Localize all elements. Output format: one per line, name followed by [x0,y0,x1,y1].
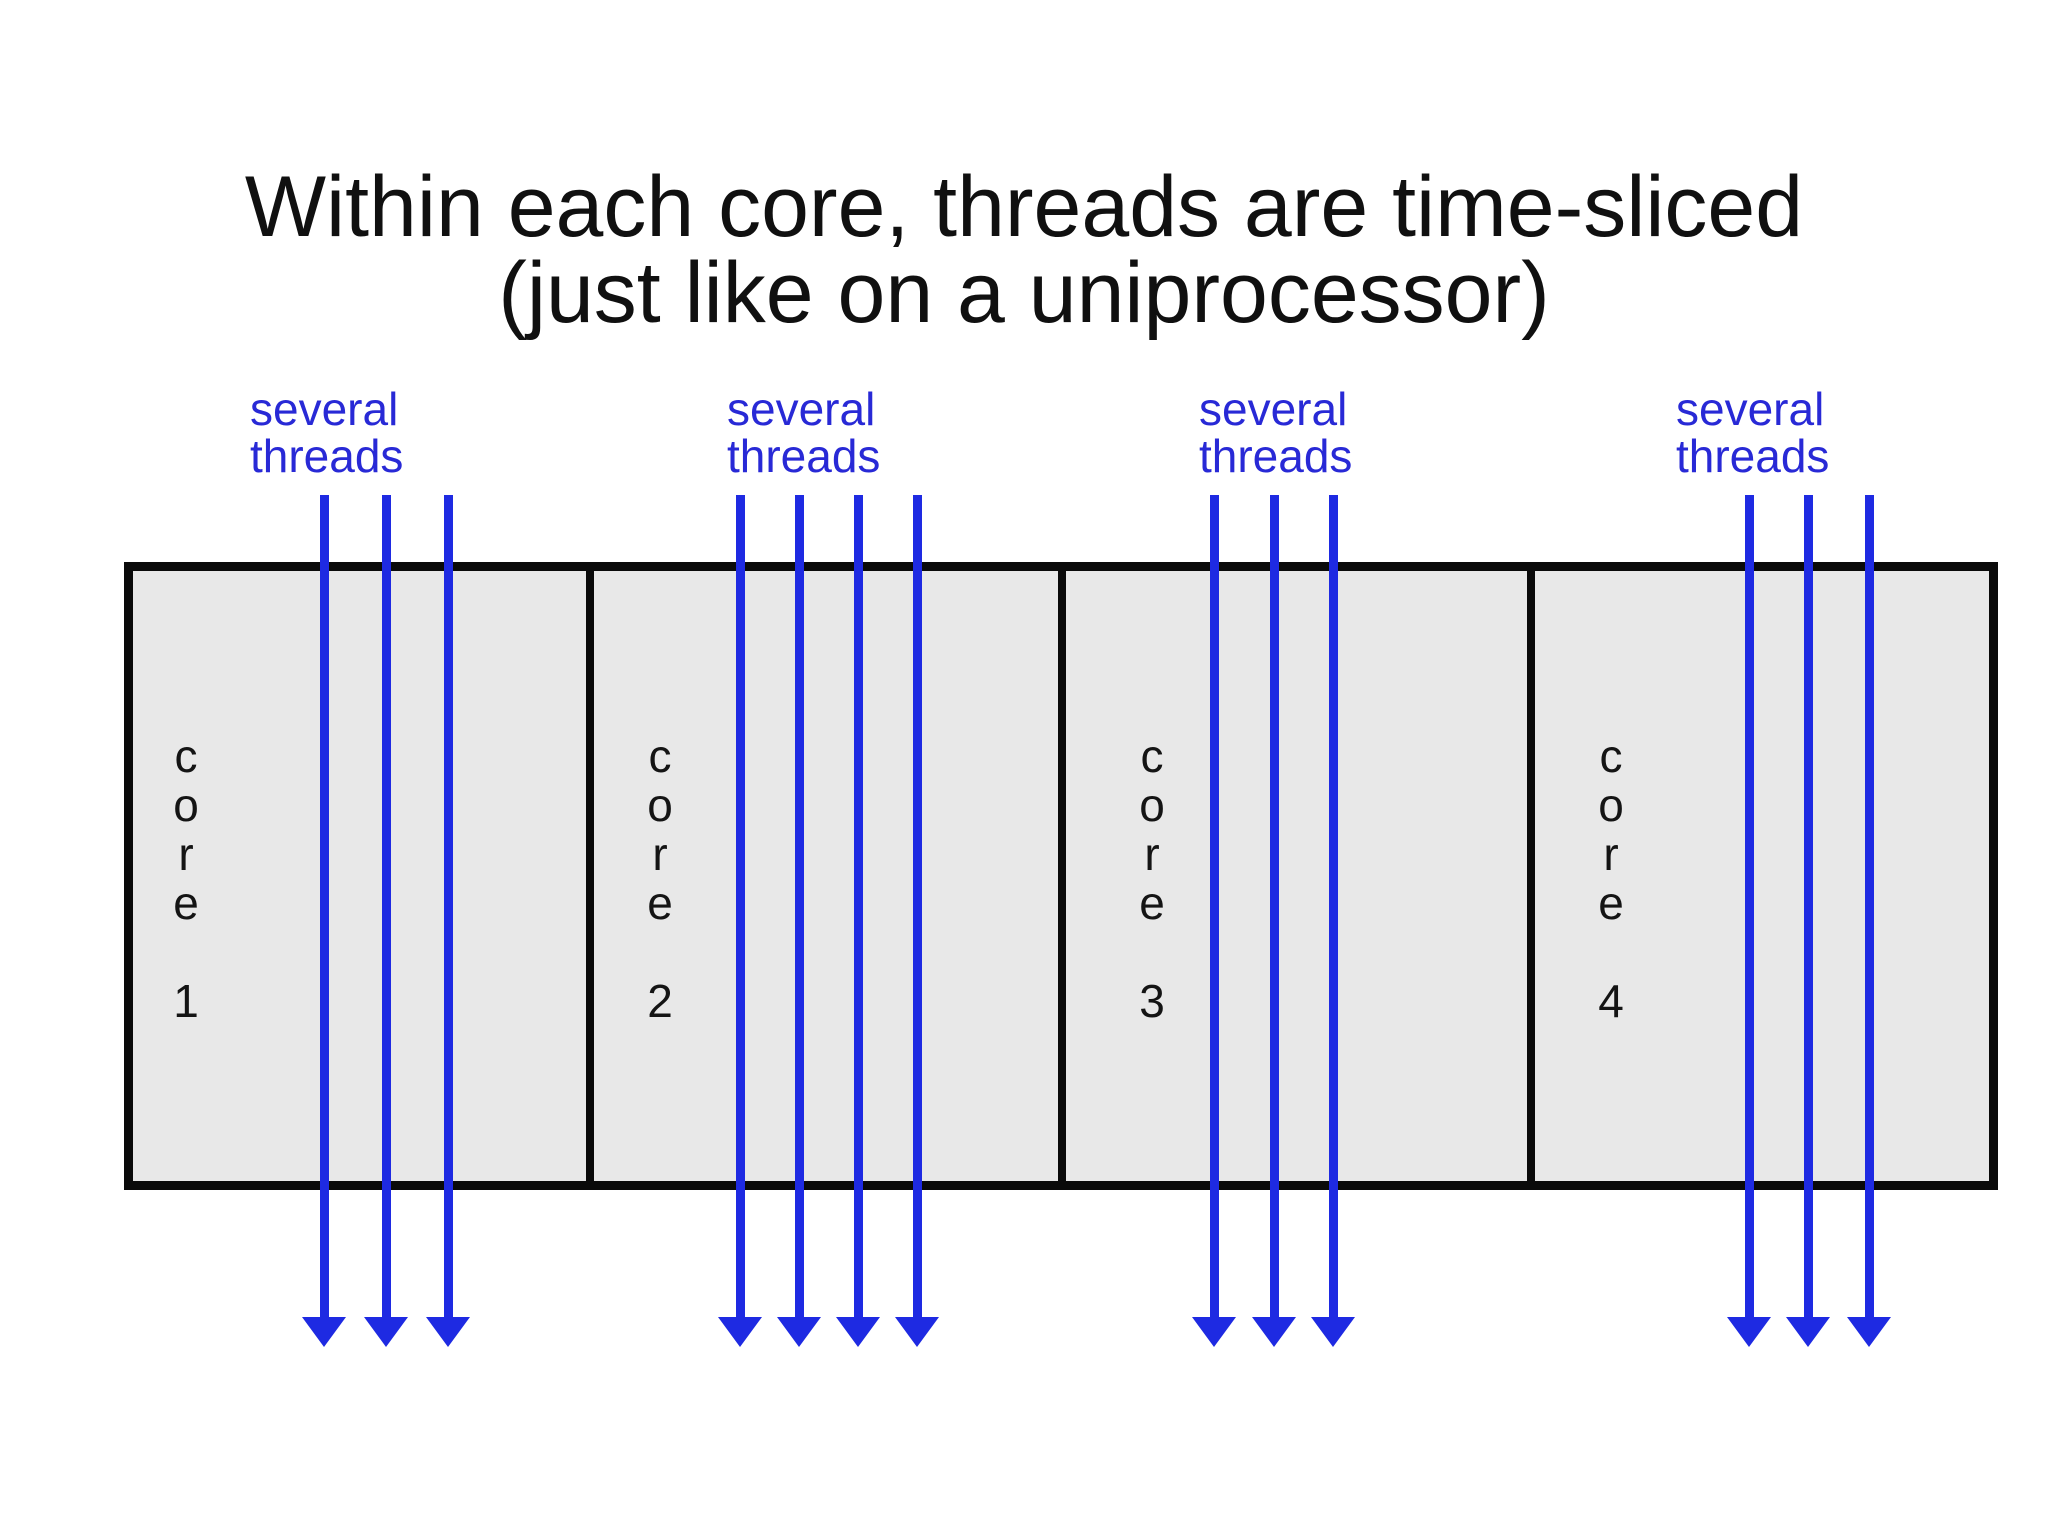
thread-arrow-head [1727,1317,1771,1347]
thread-arrow-line [444,495,453,1318]
core-name-label: c o r e 3 [1139,730,1165,1027]
slide-title-line2: (just like on a uniprocessor) [498,245,1550,341]
thread-arrow-line [736,495,745,1318]
several-threads-label: several threads [250,383,404,482]
thread-arrow-head [718,1317,762,1347]
thread-arrow-head [1311,1317,1355,1347]
thread-arrow-line [382,495,391,1318]
thread-arrow-head [895,1317,939,1347]
thread-arrow-head [1847,1317,1891,1347]
thread-arrow-head [364,1317,408,1347]
thread-arrow-line [795,495,804,1318]
thread-arrow-head [302,1317,346,1347]
thread-arrow-head [1786,1317,1830,1347]
thread-arrow-line [1865,495,1874,1318]
thread-arrow-line [854,495,863,1318]
thread-arrow-head [1252,1317,1296,1347]
core-name-label: c o r e 2 [647,730,673,1027]
core-name-label: c o r e 4 [1598,730,1624,1027]
core-divider [586,562,594,1190]
thread-arrow-head [1192,1317,1236,1347]
several-threads-label: several threads [1199,383,1353,482]
thread-arrow-line [1270,495,1279,1318]
several-threads-label: several threads [727,383,881,482]
thread-arrow-line [1210,495,1219,1318]
thread-arrow-head [426,1317,470,1347]
slide-title: Within each core, threads are time-slice… [0,164,2048,336]
core-name-label: c o r e 1 [173,730,199,1027]
core-divider [1058,562,1066,1190]
thread-arrow-head [777,1317,821,1347]
core-divider [1527,562,1535,1190]
thread-arrow-line [320,495,329,1318]
thread-arrow-line [1804,495,1813,1318]
thread-arrow-head [836,1317,880,1347]
slide-title-line1: Within each core, threads are time-slice… [244,159,1804,255]
several-threads-label: several threads [1676,383,1830,482]
thread-arrow-line [913,495,922,1318]
thread-arrow-line [1745,495,1754,1318]
thread-arrow-line [1329,495,1338,1318]
